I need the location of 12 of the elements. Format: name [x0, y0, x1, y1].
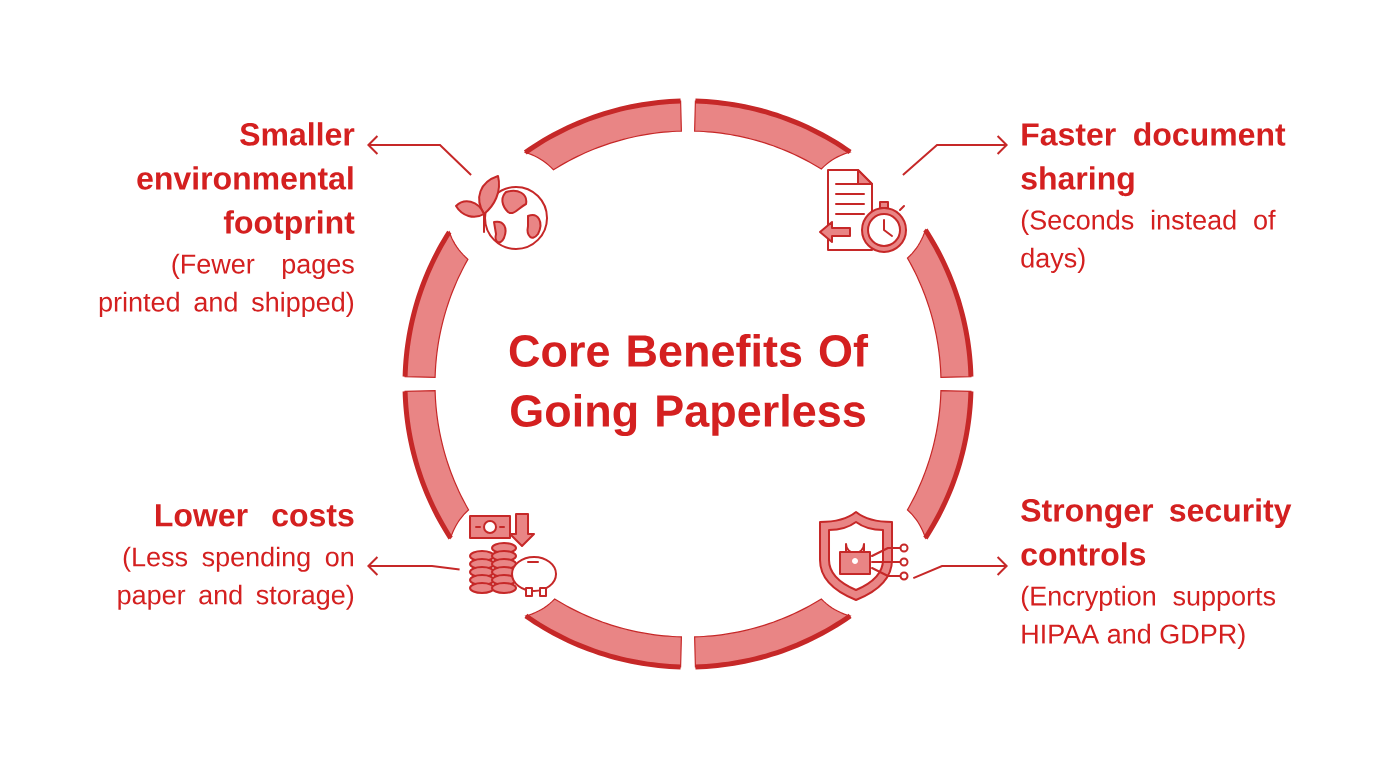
benefit-text: Stronger security controls (Encryption supports HIPAA and GDPR): [1021, 498, 1292, 649]
shield-lock-icon: [819, 511, 909, 601]
arrow: [901, 135, 1008, 177]
globe-icon: [455, 175, 548, 250]
arrow: [367, 556, 461, 576]
benefit-text: Faster document sharing (Seconds instead of days): [1021, 122, 1286, 273]
document-stopwatch-icon: [819, 169, 907, 253]
money-piggy-bank-icon: [469, 513, 557, 597]
title: Core Benefits Of Going Paperless: [509, 333, 869, 437]
benefit-text: Smaller environmental footprint (Fewer pages printed and shipped): [99, 122, 355, 317]
arrow: [912, 556, 1008, 580]
benefit-text: Lower costs (Less spending on paper and storage): [118, 504, 354, 610]
